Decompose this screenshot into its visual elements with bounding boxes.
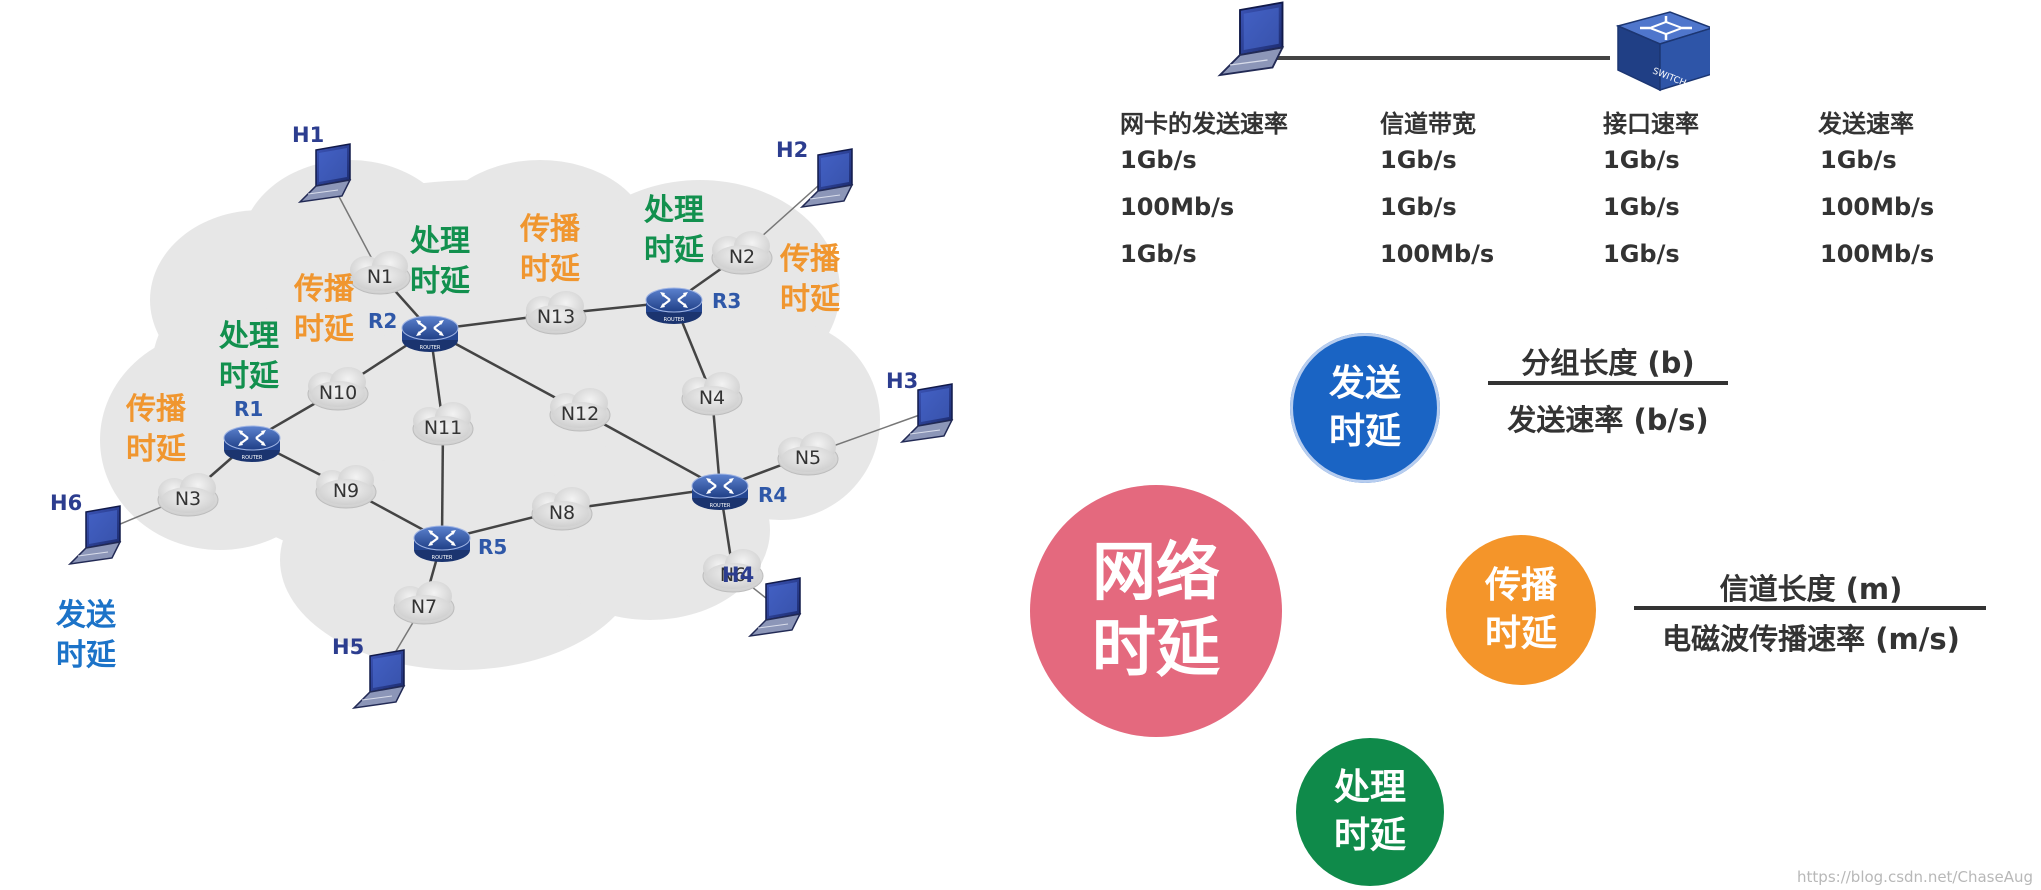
- host-label: H2: [776, 138, 808, 162]
- cloud-n2: N2: [711, 230, 773, 275]
- host-h2-laptop-icon: H2: [776, 138, 853, 208]
- router-caption: ROUTER: [664, 317, 685, 323]
- propagation-delay-label-n3: 传播时延: [126, 392, 186, 467]
- cloud-label: N2: [729, 246, 755, 268]
- host-h6-laptop-icon: H6: [50, 491, 121, 565]
- cloud-label: N11: [424, 417, 462, 439]
- router-r3: ROUTER R3: [644, 286, 741, 326]
- cloud-label: N12: [561, 403, 599, 425]
- processing-delay-label-r2: 处理时延: [410, 224, 470, 299]
- table-cell: 1Gb/s: [1603, 240, 1680, 268]
- cloud-n5: N5: [777, 431, 839, 476]
- cloud-label: N4: [699, 387, 725, 409]
- cloud-n4: N4: [681, 371, 743, 416]
- laptop-icon: [1219, 1, 1284, 76]
- cloud-label: N8: [549, 502, 575, 524]
- router-label: R2: [368, 309, 397, 333]
- processing-delay-label-r3: 处理时延: [644, 193, 704, 268]
- processing-delay-circle: 处理时延: [1296, 738, 1444, 886]
- propagation-delay-label-n13: 传播时延: [520, 212, 580, 287]
- cloud-n13: N13: [525, 290, 587, 335]
- host-label: H4: [722, 563, 754, 587]
- propagation-formula-denominator: 电磁波传播速率 (m/s): [1662, 622, 1960, 656]
- cloud-n3: N3: [157, 472, 219, 517]
- router-r4: ROUTER R4: [690, 472, 787, 512]
- cloud-n9: N9: [315, 464, 377, 509]
- propagation-delay-label-n10: 传播时延: [294, 272, 354, 347]
- propagation-formula-numerator: 信道长度 (m): [1719, 572, 1903, 606]
- table-header-send-rate: 发送速率: [1818, 110, 1914, 138]
- router-label: R4: [758, 483, 787, 507]
- cloud-n10: N10: [307, 366, 369, 411]
- cloud-label: N13: [537, 306, 575, 328]
- table-cell: 100Mb/s: [1820, 240, 1935, 268]
- host-label: H5: [332, 635, 364, 659]
- table-cell: 1Gb/s: [1603, 193, 1680, 221]
- propagation-delay-circle: 传播时延: [1446, 535, 1596, 685]
- table-cell: 1Gb/s: [1120, 240, 1197, 268]
- switch-icon: SWITCH: [1615, 11, 1710, 92]
- cloud-n12: N12: [549, 387, 611, 432]
- network-delay-circle: 网络时延: [1030, 485, 1282, 737]
- cloud-label: N1: [367, 266, 393, 288]
- cloud-label: N9: [333, 480, 359, 502]
- table-cell: 1Gb/s: [1380, 146, 1457, 174]
- cloud-label: N10: [319, 382, 357, 404]
- propagation-formula-fraction-bar: [1634, 606, 1986, 610]
- host-label: H1: [292, 123, 324, 147]
- cloud-n6: N6: [702, 548, 764, 593]
- host-h5-laptop-icon: H5: [332, 635, 405, 709]
- table-cell: 1Gb/s: [1380, 193, 1457, 221]
- cloud-n11: N11: [412, 401, 474, 446]
- host-h3-laptop-icon: H3: [886, 369, 953, 443]
- router-label: R3: [712, 289, 741, 313]
- cloud-label: N7: [411, 596, 437, 618]
- transmission-delay-circle: 发送时延: [1290, 333, 1440, 483]
- table-cell: 100Mb/s: [1820, 193, 1935, 221]
- table-header-nic-rate: 网卡的发送速率: [1120, 110, 1288, 138]
- transmission-formula-numerator: 分组长度 (b): [1521, 346, 1695, 380]
- cloud-label: N6: [720, 564, 746, 586]
- cloud-n8: N8: [531, 486, 593, 531]
- host-h1-laptop-icon: H1: [292, 123, 351, 203]
- host-label: H6: [50, 491, 82, 515]
- watermark: https://blog.csdn.net/ChaseAug: [1797, 868, 2033, 886]
- table-cell: 100Mb/s: [1380, 240, 1495, 268]
- link-diagram: SWITCH: [1219, 1, 1710, 92]
- cloud-label: N5: [795, 447, 821, 469]
- transmission-formula-denominator: 发送速率 (b/s): [1507, 403, 1709, 437]
- processing-delay-label-r1: 处理时延: [219, 319, 279, 394]
- router-r1: ROUTER R1: [222, 397, 282, 464]
- table-cell: 1Gb/s: [1120, 146, 1197, 174]
- router-r5: ROUTER R5: [412, 524, 507, 564]
- router-caption: ROUTER: [432, 555, 453, 561]
- table-cell: 1Gb/s: [1820, 146, 1897, 174]
- router-caption: ROUTER: [710, 503, 731, 509]
- router-label: R1: [234, 397, 263, 421]
- cloud-n7: N7: [393, 580, 455, 625]
- table-cell: 100Mb/s: [1120, 193, 1235, 221]
- cloud-label: N3: [175, 488, 201, 510]
- transmission-delay-label-h6: 发送时延: [56, 598, 116, 673]
- host-h4-laptop-icon: H4: [722, 563, 801, 637]
- table-cell: 1Gb/s: [1603, 146, 1680, 174]
- router-r2: ROUTER R2: [368, 309, 460, 354]
- host-label: H3: [886, 369, 918, 393]
- router-caption: ROUTER: [420, 345, 441, 351]
- cloud-n1: N1: [349, 250, 411, 295]
- table-header-bandwidth: 信道带宽: [1380, 110, 1476, 138]
- router-label: R5: [478, 535, 507, 559]
- table-header-interface-rate: 接口速率: [1603, 110, 1699, 138]
- transmission-formula-fraction-bar: [1488, 381, 1728, 385]
- router-caption: ROUTER: [242, 455, 263, 461]
- propagation-delay-label-n2: 传播时延: [780, 242, 840, 317]
